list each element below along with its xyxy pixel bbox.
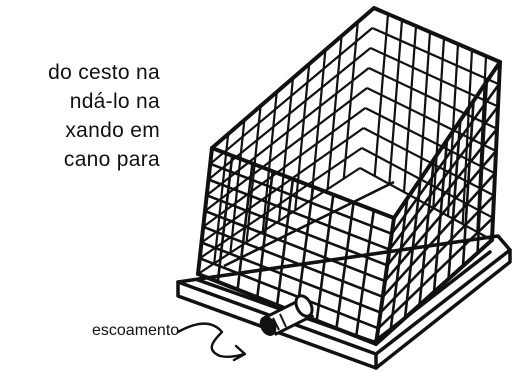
inner-bar	[223, 180, 395, 268]
front-panel-wire-h	[199, 257, 379, 330]
right-panel-wire-h	[379, 194, 495, 314]
caption-text: do cesto na ndá-lo na xando em cano para	[0, 58, 160, 174]
caption-line-1: do cesto na	[48, 61, 160, 84]
front-panel-wire-h	[208, 178, 390, 251]
caption-line-3: xando em	[65, 119, 160, 142]
caption-line-4: cano para	[63, 148, 160, 171]
front-panel-wire-h	[202, 225, 384, 299]
right-panel-wire-h	[390, 83, 501, 235]
back-panel-wire-h	[371, 26, 500, 86]
left-back-panel-wire-h	[209, 27, 374, 165]
front-panel-wire-h	[204, 209, 386, 283]
basket-frame	[196, 6, 502, 346]
right-panel-wire-h	[384, 150, 497, 282]
basket-front-mesh	[199, 81, 501, 337]
caption-line-2: ndá-lo na	[69, 90, 160, 113]
right-panel-wire-h	[377, 216, 494, 330]
floor-edge	[197, 167, 361, 275]
drain-pipe	[259, 294, 315, 336]
right-panel-wire-h	[381, 172, 496, 298]
back-panel-wire-h	[364, 107, 496, 175]
back-panel-wire-h	[362, 127, 495, 197]
left-back-panel-wire-h	[202, 107, 366, 228]
drain-label: escoamento	[92, 322, 180, 339]
back-panel-wire-h	[366, 87, 497, 152]
right-panel-wire-h	[386, 127, 499, 267]
left-back-panel-wire-h	[204, 87, 368, 212]
floor-edge	[359, 167, 493, 241]
front-panel-wire-h	[209, 162, 393, 236]
right-panel-wire-h	[388, 105, 500, 251]
left-back-panel-wire-h	[200, 127, 365, 244]
drain-arrow	[176, 322, 247, 362]
front-panel-wire-h	[201, 241, 381, 314]
left-back-panel-wire-h	[199, 147, 363, 260]
